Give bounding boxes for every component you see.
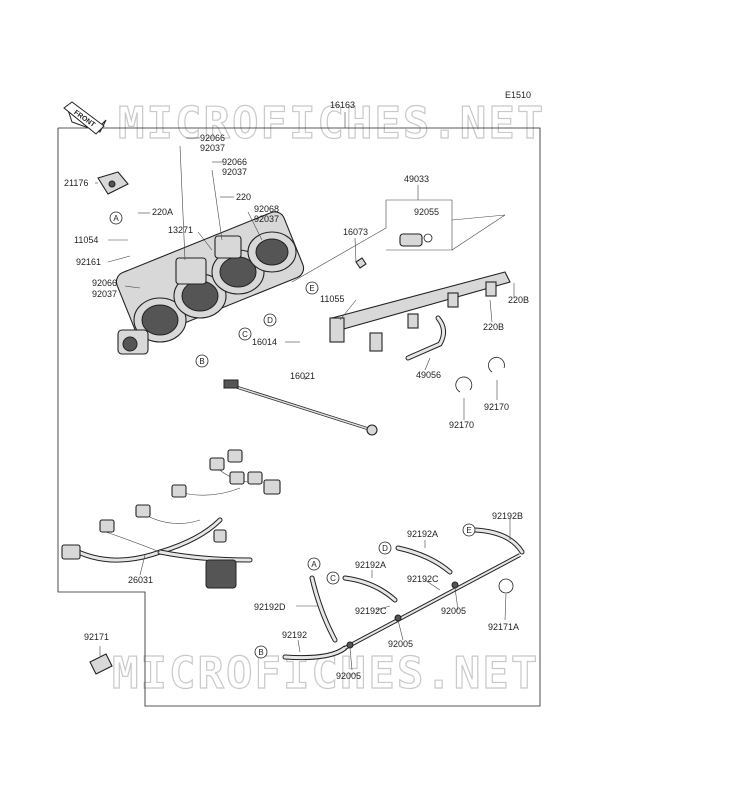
part-label: 92037	[200, 143, 225, 153]
part-label: 92192B	[492, 511, 523, 521]
fuel-rail	[329, 271, 511, 361]
callout-markers: A B C D E A B C D E	[109, 211, 476, 659]
leader-lines	[95, 112, 515, 671]
sensor-21176	[97, 171, 129, 195]
part-label: 92037	[92, 289, 117, 299]
part-label: 92066	[222, 157, 247, 167]
part-label: 49033	[404, 174, 429, 184]
rod-16021	[223, 379, 378, 436]
part-label: 13271	[168, 225, 193, 235]
part-label: 92171	[84, 632, 109, 642]
part-label: 16163	[330, 100, 355, 110]
part-labels: 16163 92066 92037 92066 92037 220 92068 …	[64, 100, 529, 681]
part-label: 92066	[200, 133, 225, 143]
part-label: 26031	[128, 575, 153, 585]
clamp-92170-a	[455, 376, 473, 393]
part-label: 220A	[152, 207, 173, 217]
front-arrow-icon: FRONT	[63, 101, 107, 135]
part-label: 92192A	[407, 529, 438, 539]
part-label: 16021	[290, 371, 315, 381]
callout-letter: D	[267, 316, 273, 325]
part-label: 16073	[343, 227, 368, 237]
callout-letter: C	[242, 330, 248, 339]
part-label: 92066	[92, 278, 117, 288]
part-label: 92005	[336, 671, 361, 681]
callout-letter: E	[309, 284, 314, 293]
part-label: 92005	[441, 606, 466, 616]
fitting-box	[355, 199, 453, 269]
part-label: 16014	[252, 337, 277, 347]
callout-letter: D	[382, 544, 388, 553]
callout-letter: C	[330, 574, 336, 583]
diagram-frame	[57, 127, 541, 707]
part-label: 92192	[282, 630, 307, 640]
part-label: 92192C	[407, 574, 439, 584]
part-label: 49056	[416, 370, 441, 380]
throttle-body-assembly	[115, 211, 305, 355]
callout-letter: A	[113, 214, 119, 223]
clamp-92170-b	[488, 356, 505, 373]
vacuum-hoses	[282, 527, 525, 661]
part-label: 92192C	[355, 606, 387, 616]
clip-92171	[89, 653, 113, 675]
part-label: 92192A	[355, 560, 386, 570]
part-label: 11055	[320, 294, 344, 304]
part-label: 92192D	[254, 602, 286, 612]
part-label: 92170	[449, 420, 474, 430]
callout-letter: B	[258, 648, 263, 657]
part-label: 92170	[484, 402, 509, 412]
wiring-harness	[61, 449, 281, 589]
part-label: 21176	[64, 178, 88, 188]
part-label: 11054	[74, 235, 98, 245]
part-label: 92161	[76, 257, 101, 267]
callout-letter: E	[466, 526, 471, 535]
clamp-92171A	[498, 578, 514, 594]
part-label: 92055	[414, 207, 439, 217]
part-label: 220B	[483, 322, 504, 332]
part-label: 92037	[222, 167, 247, 177]
callout-letter: B	[199, 357, 204, 366]
callout-letter: A	[311, 560, 317, 569]
watermark-top: MICROFICHES.NET	[118, 98, 545, 149]
part-label: 220B	[508, 295, 529, 305]
diagram-code: E1510	[505, 90, 531, 100]
part-label: 92171A	[488, 622, 519, 632]
part-label: 92037	[254, 214, 279, 224]
part-label: 92005	[388, 639, 413, 649]
part-label: 92068	[254, 204, 279, 214]
part-label: 220	[236, 192, 251, 202]
